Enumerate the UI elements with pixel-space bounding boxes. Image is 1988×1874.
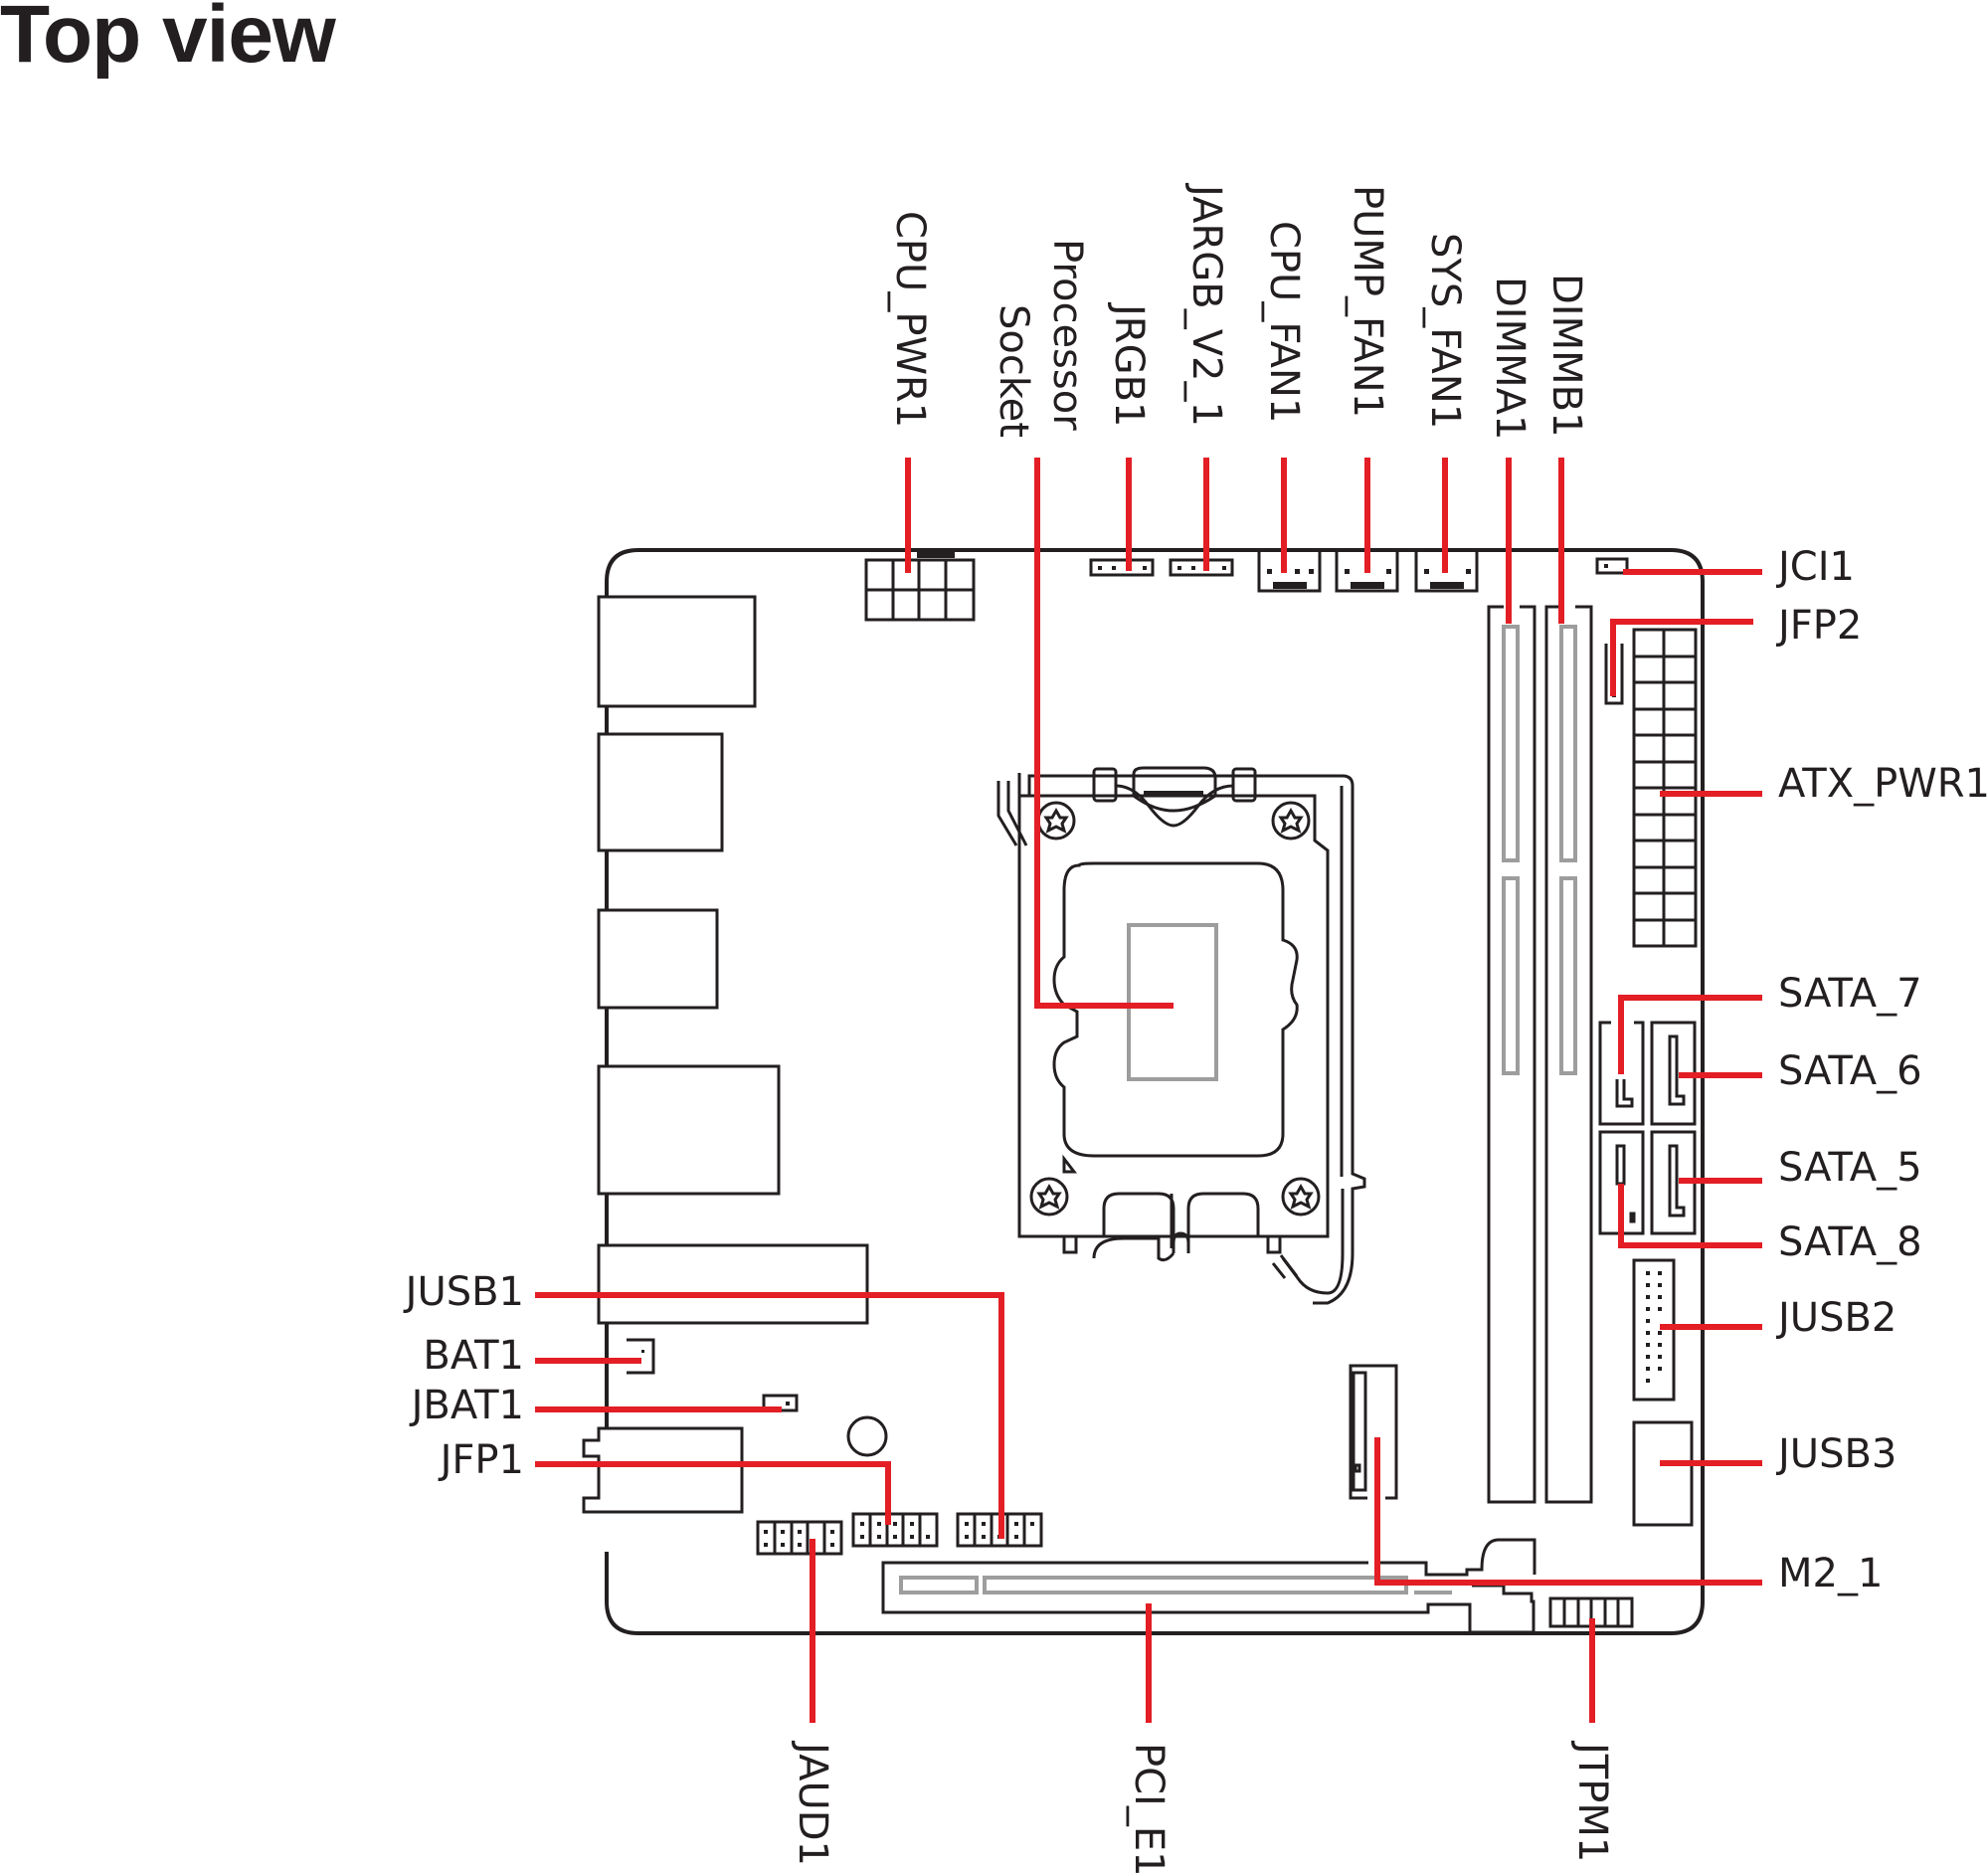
label-jaud1: JAUD1 <box>790 1740 835 1866</box>
label-sata-5: SATA_5 <box>1778 1145 1922 1191</box>
bottom-labels: JAUD1 PCI_E1 JTPM1 <box>790 1740 1615 1874</box>
label-jargb-v2-1: JARGB_V2_1 <box>1183 182 1229 427</box>
processor-socket <box>996 766 1366 1305</box>
label-sys-fan1: SYS_FAN1 <box>1422 233 1468 429</box>
label-bat1: BAT1 <box>423 1333 524 1379</box>
pump-fan1-header <box>1335 552 1399 593</box>
label-jusb3: JUSB3 <box>1775 1431 1897 1477</box>
label-pump-fan1: PUMP_FAN1 <box>1345 185 1390 418</box>
label-dimma1: DIMMA1 <box>1487 277 1533 440</box>
page-title: Top view <box>0 0 336 80</box>
label-processor-socket-line2: Socket <box>991 304 1036 438</box>
top-labels: CPU_PWR1 Processor Socket JRGB1 JARGB_V2… <box>887 182 1589 440</box>
label-processor-socket-line1: Processor <box>1044 239 1090 431</box>
label-sata-8: SATA_8 <box>1778 1219 1922 1265</box>
leader-lines <box>535 458 1762 1723</box>
label-jci1: JCI1 <box>1775 544 1855 590</box>
label-jbat1: JBAT1 <box>409 1383 524 1428</box>
bat1-battery <box>627 1338 655 1375</box>
dimmb1-slot <box>1544 605 1593 1504</box>
jrgb1-header <box>1089 558 1155 577</box>
label-cpu-pwr1: CPU_PWR1 <box>887 211 933 428</box>
label-jusb2: JUSB2 <box>1775 1295 1897 1341</box>
jusb2-pins <box>1646 1271 1662 1383</box>
leader-sata-8 <box>1618 1184 1762 1248</box>
leader-jfp1 <box>535 1461 891 1525</box>
standoff-hole <box>846 1415 888 1457</box>
leader-jfp2 <box>1610 619 1753 696</box>
label-jusb1: JUSB1 <box>403 1269 524 1315</box>
label-m2-1: M2_1 <box>1778 1551 1883 1596</box>
board-outline <box>605 548 1705 1635</box>
label-jfp1: JFP1 <box>438 1437 524 1483</box>
sata-connectors <box>1598 1021 1697 1235</box>
dimma1-slot <box>1487 605 1536 1504</box>
right-labels: JCI1 JFP2 ATX_PWR1 SATA_7 SATA_6 SATA_5 … <box>1775 544 1988 1596</box>
jusb3-header <box>1632 1420 1694 1527</box>
label-pci-e1: PCI_E1 <box>1126 1743 1172 1874</box>
cpu-fan1-header <box>1257 552 1322 593</box>
leader-sata-7 <box>1618 995 1762 1074</box>
atx-pwr1-connector <box>1632 628 1698 948</box>
label-sata-6: SATA_6 <box>1778 1048 1922 1094</box>
m2-1-slot <box>1349 1364 1398 1500</box>
sys-fan1-header <box>1414 552 1479 593</box>
rear-io-ports <box>582 595 869 1514</box>
cpu-pwr1-connector <box>864 550 976 622</box>
label-sata-7: SATA_7 <box>1778 971 1922 1017</box>
jci1-header <box>1595 557 1629 575</box>
left-labels: JUSB1 BAT1 JBAT1 JFP1 <box>403 1269 524 1483</box>
jfp1-header <box>851 1512 939 1548</box>
leader-m2-1 <box>1374 1437 1762 1586</box>
jaud1-header <box>756 1520 843 1556</box>
leader-jusb1 <box>535 1292 1004 1539</box>
leader-processor-socket <box>1034 458 1174 1009</box>
label-atx-pwr1: ATX_PWR1 <box>1778 761 1988 807</box>
label-jtpm1: JTPM1 <box>1569 1740 1615 1862</box>
jargb-v2-1-header <box>1169 558 1234 577</box>
label-dimmb1: DIMMB1 <box>1543 274 1589 438</box>
label-cpu-fan1: CPU_FAN1 <box>1261 221 1307 423</box>
pci-e1-slot <box>881 1538 1536 1634</box>
label-jrgb1: JRGB1 <box>1106 301 1152 427</box>
label-jfp2: JFP2 <box>1775 603 1862 649</box>
